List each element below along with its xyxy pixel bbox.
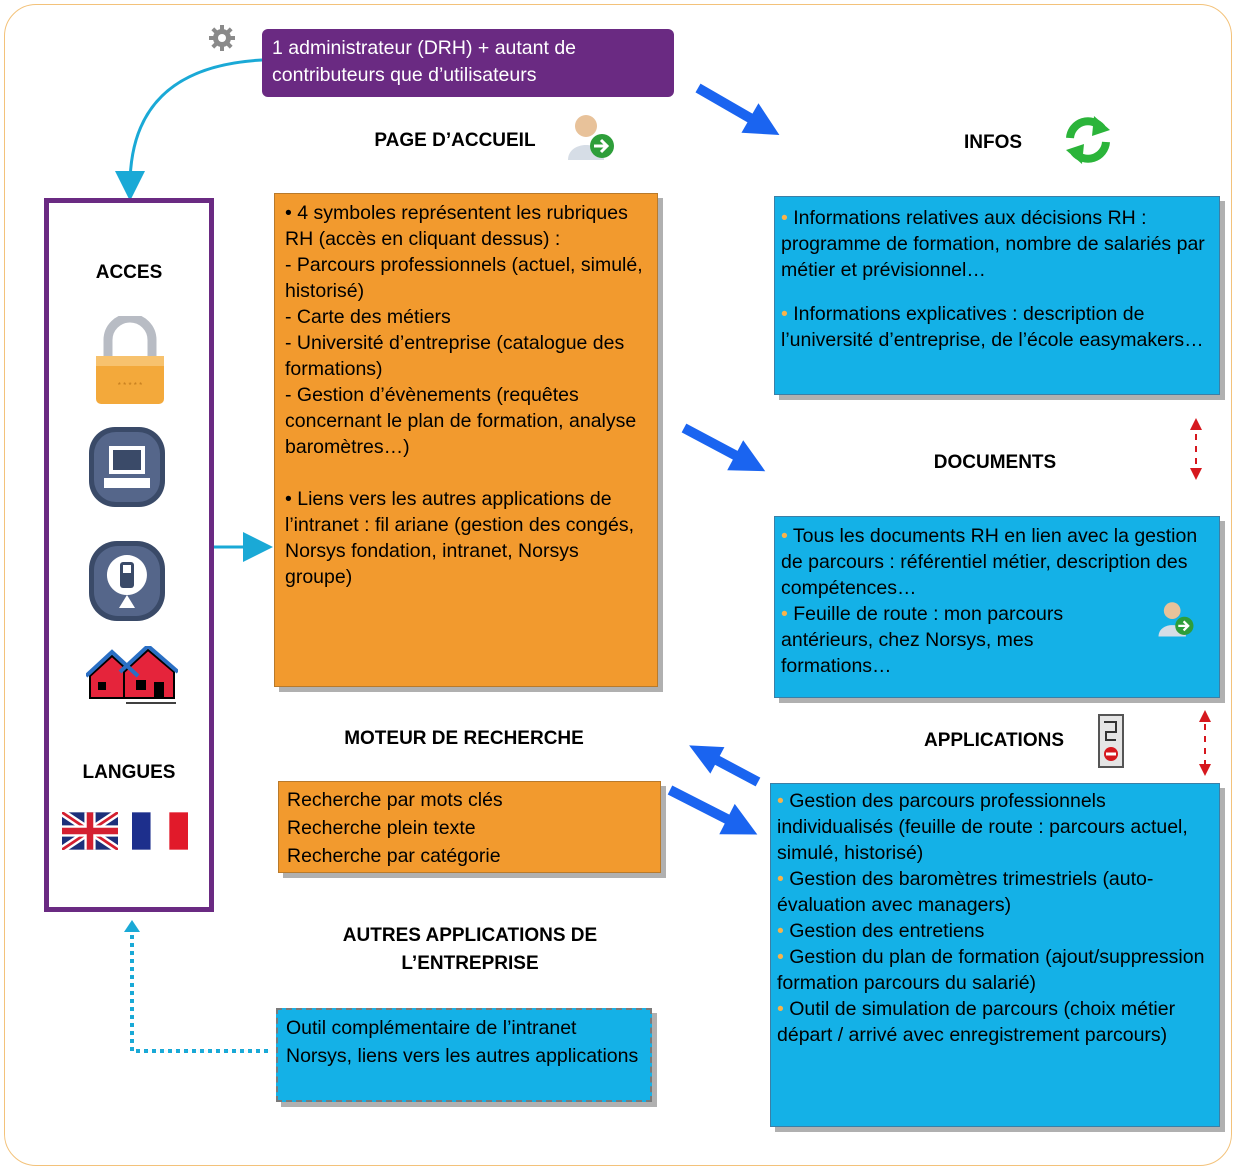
infos-item: • Informations relatives aux décisions R… xyxy=(781,207,1205,281)
uk-flag-icon[interactable] xyxy=(59,809,121,855)
france-flag-icon[interactable] xyxy=(132,812,188,855)
other-apps-dotted-arrow xyxy=(130,925,268,1053)
search-title: MOTEUR DE RECHERCHE xyxy=(344,728,584,749)
other-apps-box: Outil complémentaire de l’intranet Norsy… xyxy=(276,1008,652,1102)
application-stop-icon xyxy=(1098,714,1124,773)
home-box: • 4 symboles représentent les rubriques … xyxy=(274,193,658,687)
svg-text:* * * * *: * * * * * xyxy=(118,381,142,390)
documents-item: • Tous les documents RH en lien avec la … xyxy=(781,525,1198,599)
connectors xyxy=(115,58,1211,1053)
infos-item: • Informations explicatives : descriptio… xyxy=(781,303,1204,351)
user-arrow-icon xyxy=(1156,600,1196,643)
applications-title: APPLICATIONS xyxy=(923,730,1065,751)
other-apps-title: AUTRES APPLICATIONS DE L’ENTREPRISE xyxy=(290,922,650,978)
applications-box: • Gestion des parcours professionnels in… xyxy=(770,783,1220,1127)
applications-item: • Gestion des entretiens xyxy=(777,920,985,942)
applications-item: • Gestion du plan de formation (ajout/su… xyxy=(777,946,1205,994)
refresh-icon xyxy=(1060,112,1116,173)
mobile-phone-icon[interactable] xyxy=(86,538,168,629)
documents-item: • Feuille de route : mon parcours antéri… xyxy=(781,603,1064,677)
home-item: - Gestion d’évènements (requêtes concern… xyxy=(285,384,637,458)
applications-to-search-arrow xyxy=(689,745,761,787)
search-line: Recherche plein texte xyxy=(287,817,476,839)
infos-title: INFOS xyxy=(963,132,1023,153)
search-box: Recherche par mots clés Recherche plein … xyxy=(278,781,661,873)
search-to-applications-arrow xyxy=(667,785,758,835)
acces-label: ACCES xyxy=(95,262,163,283)
houses-icon[interactable] xyxy=(84,643,180,709)
documents-box: • Tous les documents RH en lien avec la … xyxy=(774,516,1220,698)
home-item: - Université d’entreprise (catalogue des… xyxy=(285,332,625,380)
access-panel xyxy=(44,198,214,912)
lock-icon[interactable]: * * * * * xyxy=(90,313,170,411)
home-title: PAGE D’ACCUEIL xyxy=(374,130,536,151)
applications-item: • Gestion des parcours professionnels in… xyxy=(777,790,1188,864)
gear-icon xyxy=(208,24,236,57)
other-apps-title-line1: AUTRES APPLICATIONS DE xyxy=(342,925,598,946)
search-line: Recherche par mots clés xyxy=(287,789,503,811)
admin-to-access-arrow xyxy=(115,58,263,201)
other-apps-title-line2: L’ENTREPRISE xyxy=(401,953,539,974)
admin-to-infos-arrow xyxy=(695,83,780,135)
computer-icon[interactable] xyxy=(86,424,168,515)
user-arrow-icon xyxy=(566,112,616,167)
search-line: Recherche par catégorie xyxy=(287,845,501,867)
home-item: - Parcours professionnels (actuel, simul… xyxy=(285,254,643,302)
home-bullet-2: • Liens vers les autres applications de … xyxy=(285,488,635,588)
home-bullet-1: • 4 symboles représentent les rubriques … xyxy=(285,202,628,250)
admin-note: 1 administrateur (DRH) + autant de contr… xyxy=(262,29,674,97)
infos-box: • Informations relatives aux décisions R… xyxy=(774,196,1220,395)
documents-title: DOCUMENTS xyxy=(933,452,1057,473)
home-to-documents-arrow xyxy=(681,423,766,472)
langues-label: LANGUES xyxy=(82,762,176,783)
applications-item: • Outil de simulation de parcours (choix… xyxy=(777,998,1176,1046)
applications-item: • Gestion des baromètres trimestriels (a… xyxy=(777,868,1154,916)
home-item: - Carte des métiers xyxy=(285,306,451,328)
